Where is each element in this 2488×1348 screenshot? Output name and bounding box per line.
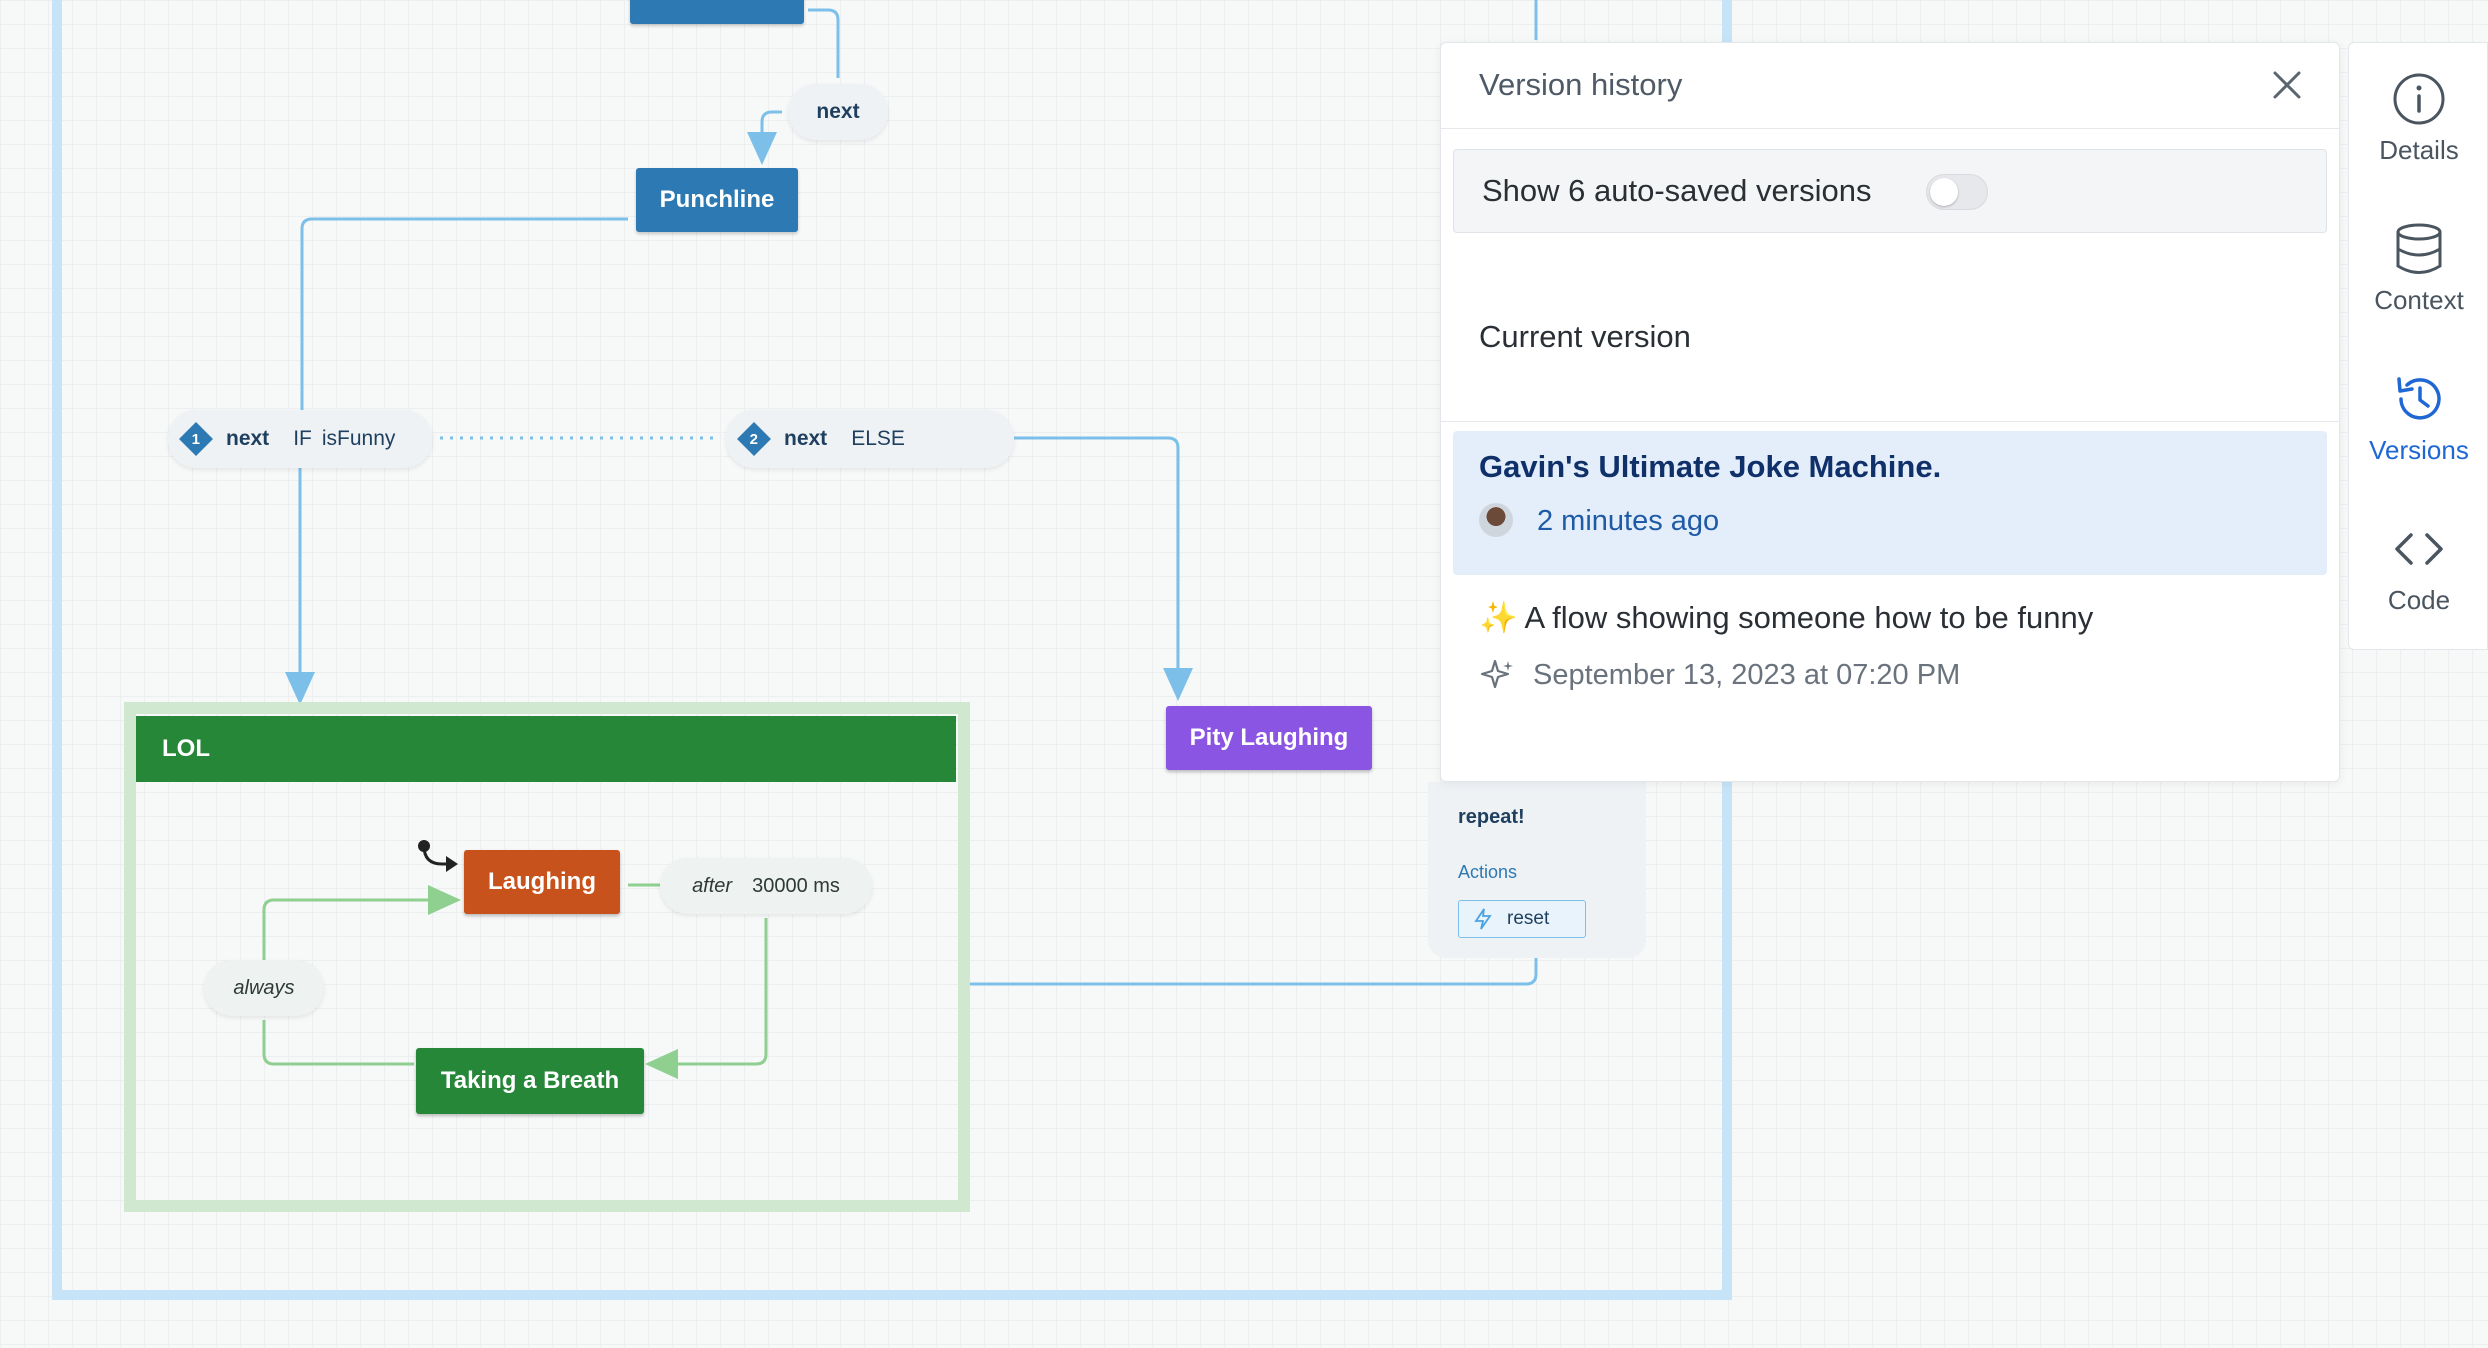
delay-keyword: after [692,874,733,897]
transition-event: always [233,976,295,999]
actions-label: Actions [1458,862,1518,882]
panel-title: Version history [1479,67,1683,102]
version-history-panel: Version history Show 6 auto-saved versio… [1440,42,2340,782]
version-date: September 13, 2023 at 07:20 PM [1533,659,1961,691]
branch-1-badge: 1 [179,422,213,456]
transition-repeat[interactable]: repeat! [1458,806,1525,828]
sidebar-item-details[interactable]: Details [2349,71,2488,166]
autosave-row[interactable]: Show 6 auto-saved versions [1453,149,2327,233]
divider [1441,128,2339,129]
state-setup-partial[interactable] [630,0,804,24]
edge-always-laughing [262,885,461,960]
guard-keyword: ELSE [851,427,905,450]
sidebar-item-versions[interactable]: Versions [2349,371,2488,466]
state-lol-header[interactable]: LOL [136,716,956,782]
edge-lol-repeat [970,958,1538,986]
state-taking-a-breath[interactable]: Taking a Breath [416,1048,644,1114]
guard-name: isFunny [321,427,396,450]
info-icon [2393,73,2445,125]
database-icon [2396,223,2442,274]
sidebar-item-label: Versions [2369,435,2469,465]
sparkle-emoji: ✨ [1479,600,1518,635]
edge-branch2-pity [1014,436,1193,701]
action-name: reset [1507,908,1550,929]
state-pity-laughing[interactable]: Pity Laughing [1166,706,1372,770]
divider [1441,421,2339,422]
ai-sparkle-icon [1480,659,1513,689]
sidebar-item-label: Context [2374,285,2464,315]
guard-keyword: IF [293,427,312,450]
history-icon [2397,377,2441,420]
transition-next[interactable]: next [788,84,888,140]
edge-next-punchline [747,110,782,165]
avatar [1479,503,1513,537]
transition-always[interactable]: always [204,960,324,1016]
close-icon[interactable] [2265,63,2309,107]
state-punchline[interactable]: Punchline [636,168,798,232]
autosave-label: Show 6 auto-saved versions [1482,173,1872,208]
sidebar-item-label: Details [2379,135,2459,165]
version-time: 2 minutes ago [1537,505,1720,537]
delay-value: 30000 ms [752,874,840,897]
sidebar-item-context[interactable]: Context [2349,221,2488,316]
edge-punchline-branch [300,217,628,412]
transition-after[interactable]: after 30000 ms [660,858,872,914]
edge-setup-next [808,8,840,78]
current-version-label: Current version [1479,319,1691,354]
transition-next-else[interactable]: 2 next ELSE [726,410,1014,468]
transition-next-if-isfunny[interactable]: 1 next IF isFunny [168,410,432,468]
transition-event: next [816,100,860,123]
version-title: A flow showing someone how to be funny [1524,600,2094,635]
lightning-icon [1474,908,1492,930]
sidebar-item-label: Code [2387,585,2451,615]
version-item-selected[interactable]: Gavin's Ultimate Joke Machine. 2 minutes… [1453,431,2327,575]
autosave-toggle[interactable] [1926,174,1988,210]
version-title: Gavin's Ultimate Joke Machine. [1479,449,1942,484]
branch-2-badge: 2 [737,422,771,456]
transition-event: next [784,427,828,450]
code-icon [2395,533,2443,565]
edge-after-breath [645,918,768,1079]
state-node-partial[interactable]: repeat! Actions reset [1428,782,1646,958]
action-reset[interactable]: reset [1458,900,1586,938]
version-item[interactable]: ✨ A flow showing someone how to be funny [1479,599,2093,636]
transition-event: next [226,427,270,450]
initial-arrow [422,845,452,866]
state-lol-container[interactable] [124,702,970,1212]
right-sidebar: Details Context Versions Code [2348,42,2488,650]
state-laughing[interactable]: Laughing [464,850,620,914]
sidebar-item-code[interactable]: Code [2349,521,2488,616]
edge-breath-always [262,1020,414,1066]
